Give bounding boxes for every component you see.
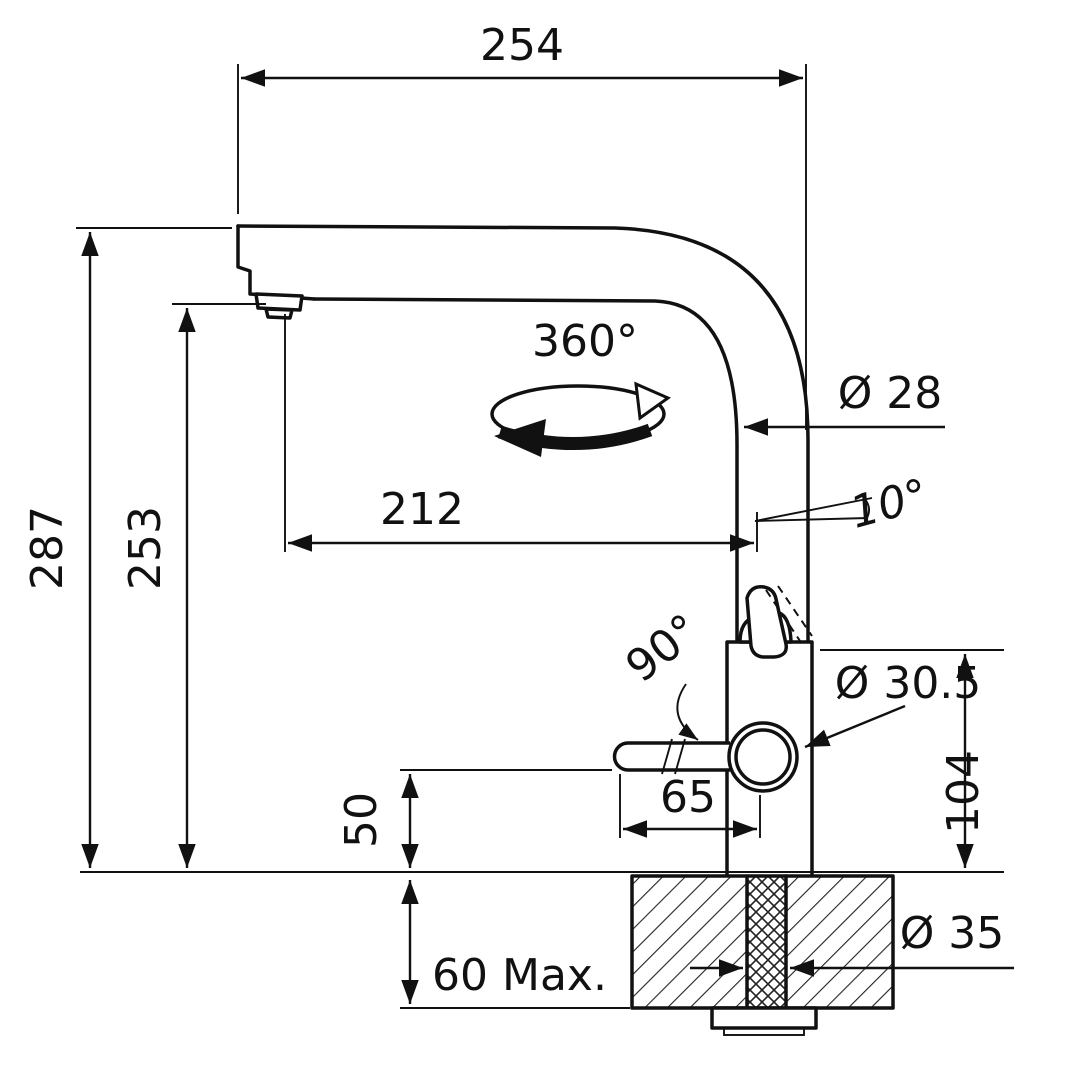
dim-287: 287 (22, 227, 232, 868)
swivel-open-arrowhead (634, 381, 672, 421)
hose-break-marks (661, 738, 686, 775)
dim-60max: 60 Max. (400, 880, 630, 1009)
counter-hatch-right (786, 876, 893, 1008)
mounting-shank (747, 876, 786, 1008)
dim-254: 254 (237, 20, 807, 430)
counter-hatch-left (632, 876, 747, 1008)
union-ring-inner (734, 728, 792, 786)
swivel-angle-label: 360° (532, 316, 638, 367)
dim-10deg-label: 10° (845, 469, 934, 538)
dim-d305: Ø 30.5 (804, 658, 982, 749)
dim-10deg: 10° (754, 469, 934, 539)
dim-50: 50 (336, 769, 612, 868)
dim-d305-label: Ø 30.5 (835, 658, 982, 709)
dim-d28: Ø 28 (744, 368, 945, 436)
shank-edges (745, 874, 788, 1010)
faucet-outline (236, 224, 895, 1036)
dim-253: 253 (120, 303, 266, 868)
aerator (254, 292, 304, 312)
dim-d35-label: Ø 35 (900, 908, 1005, 959)
locknut-washer (723, 1027, 805, 1036)
dim-104-label: 104 (938, 750, 989, 834)
lever-tilted-ghost (765, 585, 813, 645)
dim-253-label: 253 (120, 506, 171, 590)
union-ring-outer (727, 721, 799, 793)
swivel-symbol (490, 381, 672, 457)
lever-handle (745, 584, 788, 659)
dim-90deg-label: 90° (617, 604, 710, 692)
spout-tip (236, 224, 316, 301)
dim-212-label: 212 (380, 484, 464, 535)
dim-d35: Ø 35 (690, 908, 1014, 977)
dim-65: 65 (619, 772, 761, 838)
dim-65-label: 65 (660, 772, 716, 823)
swivel-arrowhead (494, 419, 546, 457)
dim-90deg: 90° (617, 604, 710, 741)
dim-d28-label: Ø 28 (838, 368, 943, 419)
locknut (710, 1006, 818, 1030)
dim-212: 212 (284, 314, 758, 552)
dim-104: 104 (820, 649, 1004, 868)
side-hose-outlet (612, 741, 730, 772)
dim-60max-label: 60 Max. (432, 950, 607, 1001)
dim-50-label: 50 (336, 792, 387, 848)
spout-inner-edge (312, 297, 739, 644)
aerator-nozzle (264, 307, 294, 320)
dim-287-label: 287 (22, 506, 73, 590)
dim-254-label: 254 (480, 20, 564, 71)
